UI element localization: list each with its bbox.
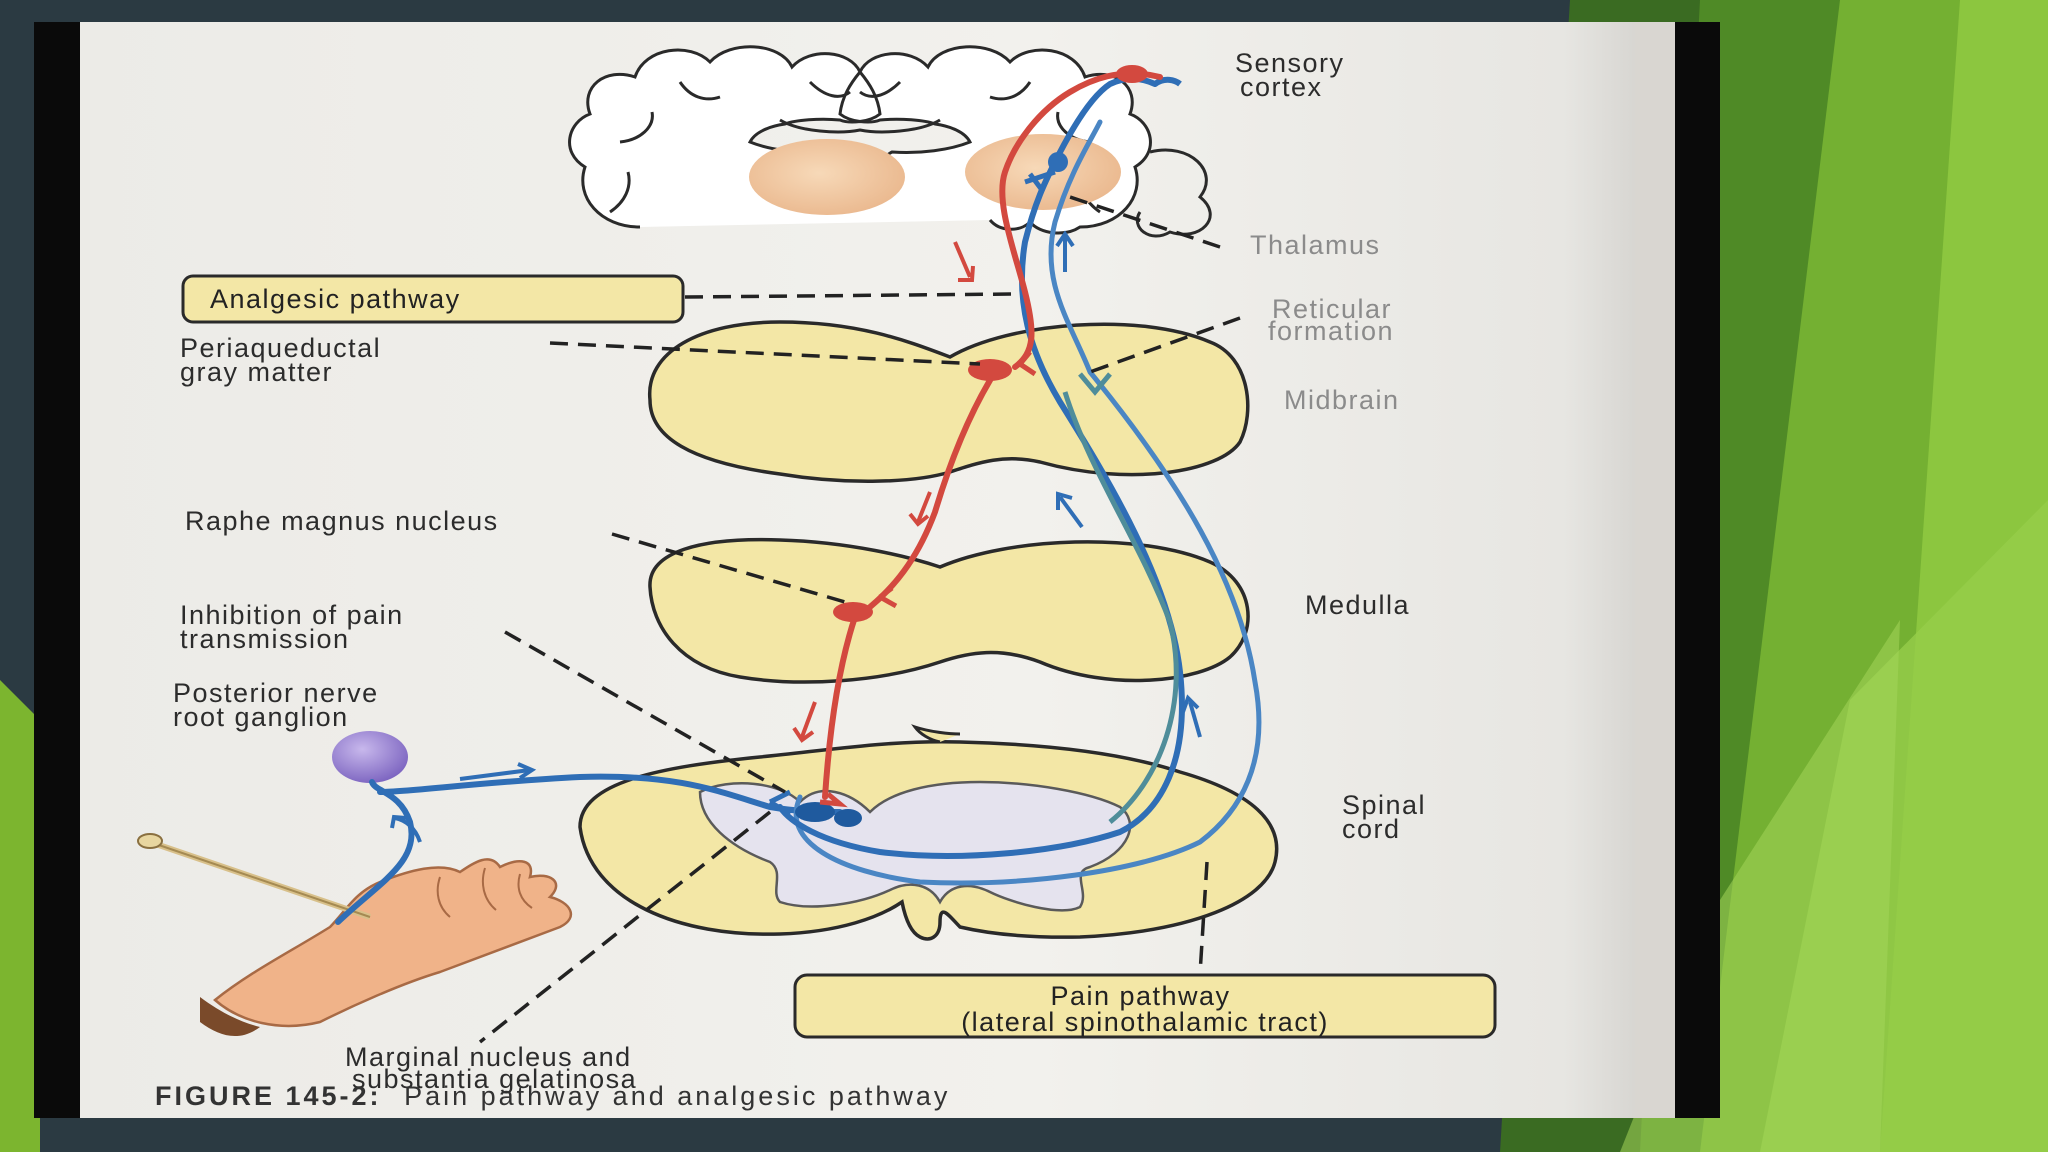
pain-pathway-box	[793, 973, 1497, 1039]
leader-lines	[478, 195, 1241, 1044]
pain-pathway-label: Pain pathway (lateral spinothalamic trac…	[961, 981, 1329, 1037]
medulla-section	[648, 537, 1250, 684]
analgesic-pathway-box	[181, 274, 685, 324]
figure-caption: FIGURE 145-2: Pain pathway and analgesic…	[155, 1081, 950, 1111]
raphe-magnus-label: Raphe magnus nucleus	[185, 506, 499, 536]
analgesic-pathway-label: Analgesic pathway	[210, 284, 461, 314]
inhibition-label: Inhibition of pain transmission	[180, 600, 413, 654]
pain-pathway-diagram: Sensory cortex Thalamus Analgesic pathwa…	[80, 22, 1675, 1118]
hand-illustration	[137, 833, 573, 1037]
sensory-cortex-label: Sensory cortex	[1235, 48, 1354, 102]
page-edge	[1635, 22, 1675, 1118]
midbrain-label: Midbrain	[1284, 385, 1400, 415]
posterior-root-ganglion	[332, 731, 408, 783]
posterior-ganglion-label: Posterior nerve root ganglion	[173, 678, 388, 732]
marginal-nucleus-label: Marginal nucleus and substantia gelatino…	[345, 1042, 641, 1094]
periaqueductal-label: Periaqueductal gray matter	[180, 333, 390, 387]
flow-arrows	[390, 230, 1202, 843]
reticular-formation-label: Reticular formation	[1268, 294, 1401, 346]
midbrain-section	[648, 320, 1250, 483]
thalamus-label: Thalamus	[1250, 230, 1381, 260]
medulla-label: Medulla	[1305, 590, 1410, 620]
spinal-cord-label: Spinal cord	[1342, 790, 1435, 844]
left-thalamus	[749, 139, 905, 215]
right-thalamus	[965, 134, 1121, 210]
